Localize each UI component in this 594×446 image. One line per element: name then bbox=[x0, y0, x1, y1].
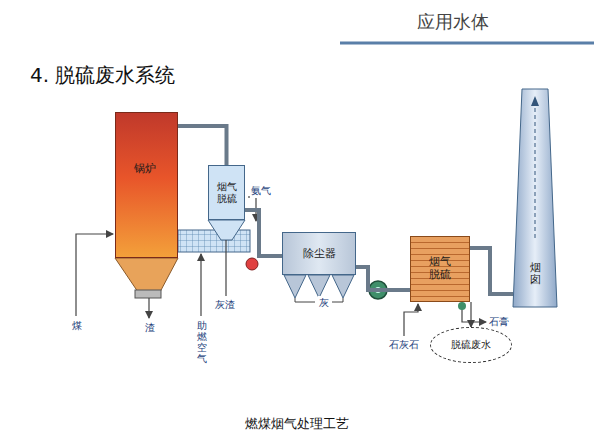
hopper bbox=[208, 220, 245, 240]
node-label: 锅炉 bbox=[134, 161, 156, 176]
flue-duct bbox=[470, 248, 513, 294]
air-line bbox=[200, 254, 201, 316]
slag-line bbox=[148, 298, 149, 318]
flue-duct bbox=[245, 210, 282, 256]
node-label: 烟囱 bbox=[530, 262, 541, 286]
dust-collector: 除尘器 bbox=[282, 232, 356, 275]
desulfurization-tower: 烟气脱硫 bbox=[410, 236, 470, 302]
coal-line bbox=[76, 234, 113, 316]
hopper bbox=[284, 275, 306, 298]
ash-line bbox=[295, 302, 315, 303]
callout-label: 煤 bbox=[71, 320, 83, 331]
grate bbox=[135, 290, 161, 298]
callout-label: 灰 bbox=[318, 296, 330, 310]
flue-duct bbox=[178, 126, 227, 165]
callout-label: 石灰石 bbox=[388, 338, 420, 352]
node-label: 烟气脱硫 bbox=[429, 256, 451, 281]
node-label: 烟气脱硫 bbox=[217, 181, 237, 204]
slide-title: 4. 脱硫废水系统 bbox=[30, 62, 594, 89]
hopper bbox=[332, 275, 354, 298]
limestone-line bbox=[404, 304, 418, 336]
callout-label: 氨气 bbox=[250, 184, 272, 198]
ash-line bbox=[332, 302, 343, 303]
node-label: 除尘器 bbox=[303, 246, 336, 261]
hopper bbox=[308, 275, 330, 298]
callout-label: 灰渣 bbox=[214, 298, 236, 312]
caption: 燃煤烟气处理工艺 bbox=[0, 415, 594, 433]
scr-reactor: 烟气脱硫 bbox=[208, 165, 245, 220]
ash-line bbox=[343, 298, 344, 302]
pump bbox=[458, 302, 466, 310]
header-rule bbox=[340, 42, 594, 45]
ash-line bbox=[295, 298, 296, 302]
flue-duct bbox=[356, 267, 410, 290]
ash-line bbox=[225, 240, 226, 296]
boiler-hopper bbox=[115, 258, 178, 292]
flow-arrow bbox=[470, 302, 471, 327]
callout-label: 石膏 bbox=[488, 315, 510, 329]
callout-label: 渣 bbox=[144, 322, 156, 333]
boiler: 锅炉 bbox=[115, 112, 178, 258]
pump bbox=[246, 258, 258, 270]
callout-label: 助燃空气 bbox=[196, 320, 208, 364]
chimney: 烟囱 bbox=[512, 88, 558, 308]
header-text: 应用水体 bbox=[416, 10, 490, 34]
air-preheater bbox=[178, 230, 250, 252]
node-label: 脱硫废水 bbox=[451, 338, 491, 352]
wastewater-ellipse: 脱硫废水 bbox=[430, 327, 512, 363]
